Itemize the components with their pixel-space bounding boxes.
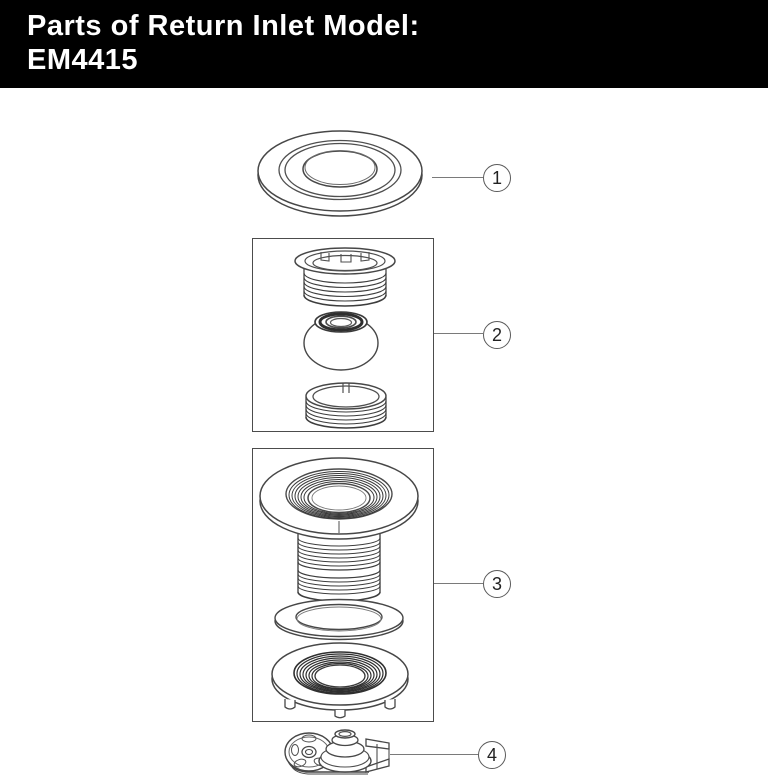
group-3-box [252, 448, 434, 722]
part-2-eyeball-drawing [303, 311, 379, 371]
part-2-castellated-nut-drawing [294, 247, 396, 307]
callout-1-badge: 1 [483, 164, 511, 192]
callout-2-badge: 2 [483, 321, 511, 349]
part-3-wall-fitting-drawing [259, 457, 419, 602]
part-3-gasket-drawing [274, 598, 404, 641]
callout-3-number: 3 [491, 573, 502, 594]
callout-2-number: 2 [491, 324, 502, 345]
callout-1-leader-line [432, 177, 483, 178]
callout-4-number: 4 [486, 744, 497, 765]
callout-2-leader-line [434, 333, 483, 334]
part-3-lock-nut-drawing [271, 642, 409, 719]
part-2-retainer-ring-drawing [305, 382, 387, 429]
callout-3-leader-line [434, 583, 483, 584]
callout-4-leader-line [390, 754, 478, 755]
part-1-trim-ring-drawing [257, 130, 423, 217]
page-title-line2: EM4415 [27, 44, 139, 76]
part-4-bracket-drawing [284, 729, 390, 775]
callout-1-number: 1 [491, 167, 502, 188]
callout-3-badge: 3 [483, 570, 511, 598]
header: Parts of Return Inlet Model: EM4415 [0, 0, 768, 88]
group-2-box [252, 238, 434, 432]
page-title-line1: Parts of Return Inlet Model: [27, 10, 420, 42]
callout-4-badge: 4 [478, 741, 506, 769]
